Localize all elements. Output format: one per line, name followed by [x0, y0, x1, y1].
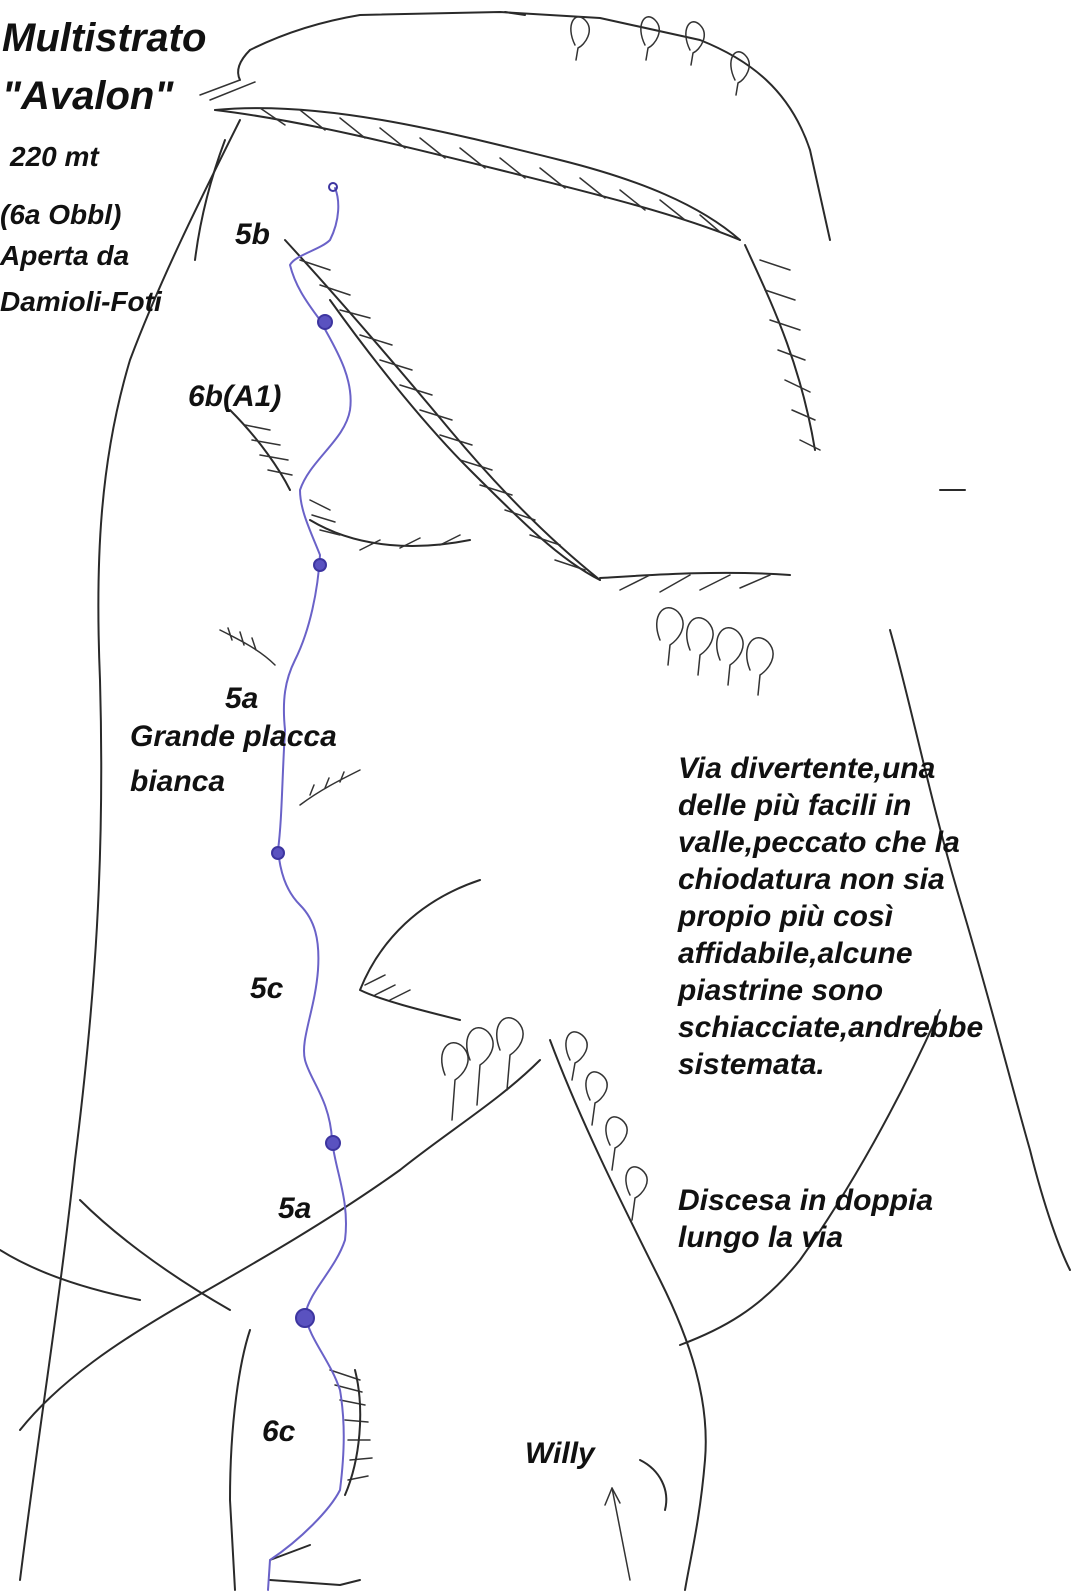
belay-stations — [272, 183, 340, 1327]
description-line: valle,peccato che la — [678, 824, 1068, 861]
route-title-line1: Multistrato — [2, 16, 206, 60]
belay-station-icon — [326, 1136, 340, 1150]
belay-station-icon — [272, 847, 284, 859]
descent-note: Discesa in doppia lungo la via — [678, 1182, 1058, 1256]
tree-icon — [467, 1028, 493, 1105]
diagonal-ramp — [285, 240, 790, 592]
opened-by-line2: Damioli-Foti — [0, 283, 162, 320]
description-line: affidabile,alcune — [678, 935, 1068, 972]
belay-station-icon — [314, 559, 326, 571]
tree-icon — [687, 618, 713, 675]
pitch-grade: 6c — [262, 1415, 295, 1449]
description-line: delle più facili in — [678, 787, 1068, 824]
start-label: Willy — [525, 1437, 595, 1471]
tree-icon — [747, 638, 773, 695]
tree-icon — [686, 22, 704, 65]
pitch-grade: 5a — [225, 682, 258, 716]
descent-line: lungo la via — [678, 1219, 1058, 1256]
description-line: chiodatura non sia — [678, 861, 1068, 898]
belay-station-icon — [296, 1309, 314, 1327]
arrow-up-icon — [605, 1488, 630, 1580]
belay-station-icon — [329, 183, 337, 191]
pitch-grade: 5b — [235, 218, 270, 252]
description-line: schiacciate,andrebbe — [678, 1009, 1068, 1046]
tree-icon — [606, 1117, 627, 1170]
mandatory-grade: (6a Obbl) — [0, 196, 121, 233]
tree-icon — [586, 1072, 607, 1125]
tree-icon — [717, 628, 743, 685]
tree-icon — [657, 608, 683, 665]
description-line: propio più così — [678, 898, 1068, 935]
description-line: sistemata. — [678, 1046, 1068, 1083]
tree-icon — [626, 1167, 647, 1220]
tree-icon — [731, 52, 749, 95]
opened-by-line1: Aperta da — [0, 237, 129, 274]
tree-icon — [566, 1032, 587, 1080]
small-hatches — [220, 628, 480, 1560]
descent-line: Discesa in doppia — [678, 1182, 1058, 1219]
pitch-grade: 5a — [278, 1192, 311, 1226]
route-description: Via divertente,una delle più facili in v… — [678, 750, 1068, 1083]
pitch-grade: 6b(A1) — [188, 380, 281, 414]
right-wall-hatch — [745, 245, 820, 450]
tree-icon — [571, 17, 589, 60]
top-roof — [200, 80, 740, 240]
belay-station-icon — [318, 315, 332, 329]
tree-icon — [641, 17, 659, 60]
description-line: Via divertente,una — [678, 750, 1068, 787]
slab-label-line1: Grande placca — [130, 718, 337, 755]
tree-icon — [442, 1043, 468, 1120]
description-line: piastrine sono — [678, 972, 1068, 1009]
slab-label-line2: bianca — [130, 763, 225, 800]
route-length: 220 mt — [10, 138, 99, 175]
route-title-line2: "Avalon" — [2, 74, 173, 118]
pitch-grade: 5c — [250, 972, 283, 1006]
